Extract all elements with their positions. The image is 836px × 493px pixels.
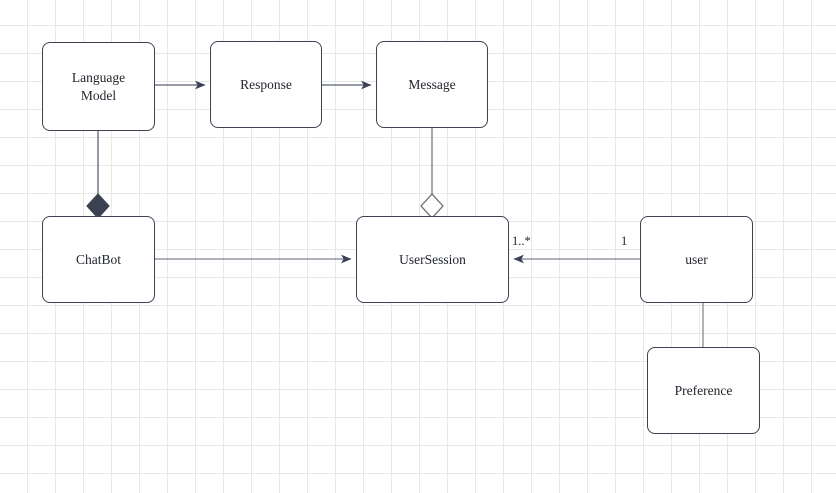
node-user-label: user [685, 251, 708, 267]
node-language-model-label: Language Model [72, 69, 125, 105]
edge-language-model-to-chatbot [86, 131, 110, 219]
multiplicity-source-label: 1 [621, 234, 628, 248]
node-chatbot-label: ChatBot [75, 251, 121, 267]
node-usersession[interactable]: UserSession [356, 216, 509, 303]
edge-message-to-usersession [420, 128, 444, 219]
node-language-model-label-line2: Model [80, 87, 117, 103]
node-language-model[interactable]: Language Model [42, 42, 155, 131]
node-message[interactable]: Message [376, 41, 488, 128]
node-response[interactable]: Response [210, 41, 322, 128]
node-response-label: Response [240, 76, 292, 92]
node-preference-label: Preference [674, 382, 733, 398]
multiplicity-target-label: 1..* [512, 234, 531, 248]
node-chatbot[interactable]: ChatBot [42, 216, 155, 303]
node-language-model-label-line1: Language [71, 69, 126, 85]
node-message-label: Message [408, 76, 456, 92]
hollow-diamond-icon [420, 193, 444, 219]
node-usersession-label: UserSession [399, 251, 466, 267]
node-preference[interactable]: Preference [647, 347, 760, 434]
node-user[interactable]: user [640, 216, 753, 303]
filled-diamond-icon [86, 193, 110, 219]
